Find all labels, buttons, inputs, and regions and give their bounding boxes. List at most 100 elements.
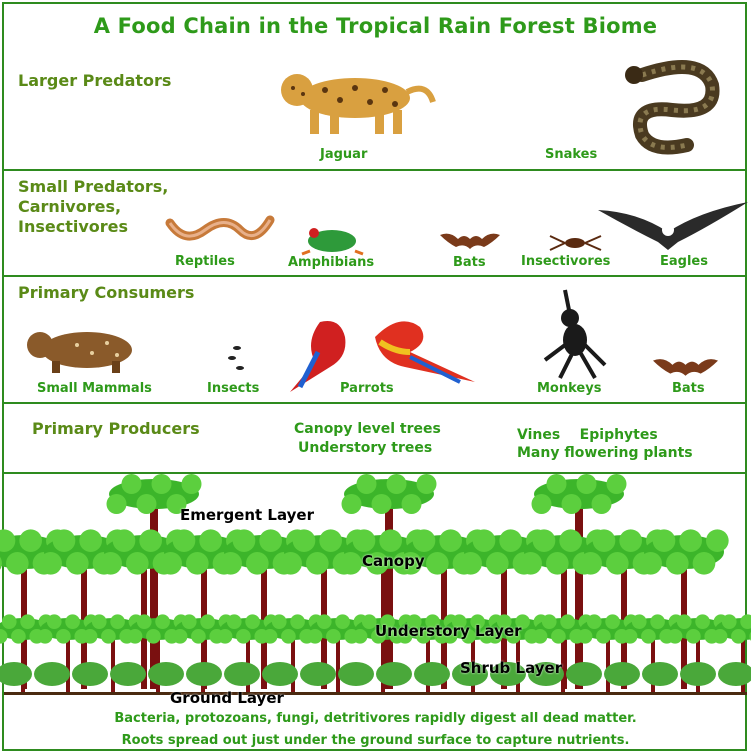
caption-amphibians: Amphibians: [288, 255, 374, 270]
leaf-cluster: [579, 552, 602, 575]
shrub: [566, 662, 602, 686]
leaf-cluster: [259, 529, 282, 552]
leaf-cluster: [218, 629, 233, 644]
leaf-cluster: [110, 614, 125, 629]
shrub: [642, 662, 678, 686]
row-divider: [2, 169, 747, 171]
jaguar-illustration: [275, 60, 435, 140]
leaf-cluster: [499, 529, 522, 552]
insects-illustration: [222, 343, 252, 373]
leaf-cluster: [607, 474, 627, 494]
leaf-cluster: [137, 494, 157, 514]
leaf-cluster: [245, 614, 260, 629]
caption-reptiles: Reptiles: [175, 254, 235, 269]
row-divider: [2, 402, 747, 404]
leaf-cluster: [731, 629, 746, 644]
producer-flowering-plants: Many flowering plants: [517, 445, 693, 461]
leaf-cluster: [113, 529, 136, 552]
leaf-cluster: [639, 552, 662, 575]
leaf-cluster: [92, 614, 107, 629]
leaf-cluster: [137, 614, 152, 629]
leaf-cluster: [306, 552, 329, 575]
layer-label-canopy: Canopy: [362, 552, 425, 570]
row-label-small-predators: Small Predators,: [18, 176, 168, 198]
caption-bats: Bats: [453, 255, 486, 270]
reptile-illustration: [165, 205, 275, 250]
eagle-illustration: [598, 202, 748, 252]
leaf-cluster: [677, 614, 692, 629]
shrub: [34, 662, 70, 686]
leaf-cluster: [233, 529, 256, 552]
leaf-cluster: [592, 494, 612, 514]
snake-illustration: [612, 55, 737, 155]
leaf-cluster: [293, 529, 316, 552]
leaf-cluster: [319, 529, 342, 552]
leaf-cluster: [272, 614, 287, 629]
producer-canopy-trees: Canopy level trees: [294, 421, 441, 437]
leaf-cluster: [227, 614, 242, 629]
leaf-cluster: [578, 629, 593, 644]
leaf-cluster: [546, 552, 569, 575]
leaf-cluster: [39, 552, 62, 575]
producer-understory-trees: Understory trees: [298, 440, 432, 456]
leaf-cluster: [666, 552, 689, 575]
leaf-cluster: [335, 614, 350, 629]
leaf-cluster: [413, 529, 436, 552]
rainforest-layers-illustration: [4, 474, 747, 704]
caption-bats-2: Bats: [672, 381, 705, 396]
leaf-cluster: [155, 614, 170, 629]
leaf-cluster: [182, 614, 197, 629]
leaf-cluster: [99, 552, 122, 575]
layer-label-ground: Ground Layer: [170, 689, 284, 707]
leaf-cluster: [159, 552, 182, 575]
leaf-cluster: [200, 614, 215, 629]
frog-illustration: [300, 225, 365, 255]
leaf-cluster: [146, 629, 161, 644]
leaf-cluster: [402, 494, 422, 514]
leaf-cluster: [236, 629, 251, 644]
row-label-insectivores: Insectivores: [18, 216, 128, 238]
leaf-cluster: [559, 529, 582, 552]
leaf-cluster: [326, 629, 341, 644]
leaf-cluster: [152, 474, 172, 494]
ground-line: [4, 692, 747, 695]
shrub: [718, 662, 751, 686]
leaf-cluster: [11, 629, 26, 644]
shrub: [186, 662, 222, 686]
bat-illustration-2: [653, 354, 718, 378]
leaf-cluster: [606, 552, 629, 575]
leaf-cluster: [596, 629, 611, 644]
tree-trunk: [575, 499, 583, 689]
leaf-cluster: [562, 494, 582, 514]
leaf-cluster: [551, 629, 566, 644]
leaf-cluster: [533, 529, 556, 552]
shrub: [110, 662, 146, 686]
leaf-cluster: [107, 494, 127, 514]
row-label-primary-consumers: Primary Consumers: [18, 282, 194, 304]
leaf-cluster: [650, 614, 665, 629]
leaf-cluster: [713, 629, 728, 644]
leaf-cluster: [593, 529, 616, 552]
leaf-cluster: [533, 629, 548, 644]
leaf-cluster: [372, 494, 392, 514]
leaf-cluster: [263, 629, 278, 644]
row-divider: [2, 275, 747, 277]
row-label-larger-predators: Larger Predators: [18, 70, 171, 92]
leaf-cluster: [20, 614, 35, 629]
leaf-cluster: [519, 552, 542, 575]
leaf-cluster: [173, 529, 196, 552]
leaf-cluster: [2, 614, 17, 629]
leaf-cluster: [128, 629, 143, 644]
parrot-illustration: [280, 312, 480, 392]
diagram-title: A Food Chain in the Tropical Rain Forest…: [0, 14, 751, 38]
leaf-cluster: [122, 474, 142, 494]
leaf-cluster: [459, 552, 482, 575]
forest-note-decomposers: Bacteria, protozoans, fungi, detritivore…: [0, 711, 751, 726]
leaf-cluster: [653, 529, 676, 552]
leaf-cluster: [38, 629, 53, 644]
leaf-cluster: [79, 529, 102, 552]
layer-label-understory: Understory Layer: [375, 622, 522, 640]
bat-illustration: [440, 229, 500, 251]
leaf-cluster: [632, 614, 647, 629]
leaf-cluster: [706, 529, 729, 552]
